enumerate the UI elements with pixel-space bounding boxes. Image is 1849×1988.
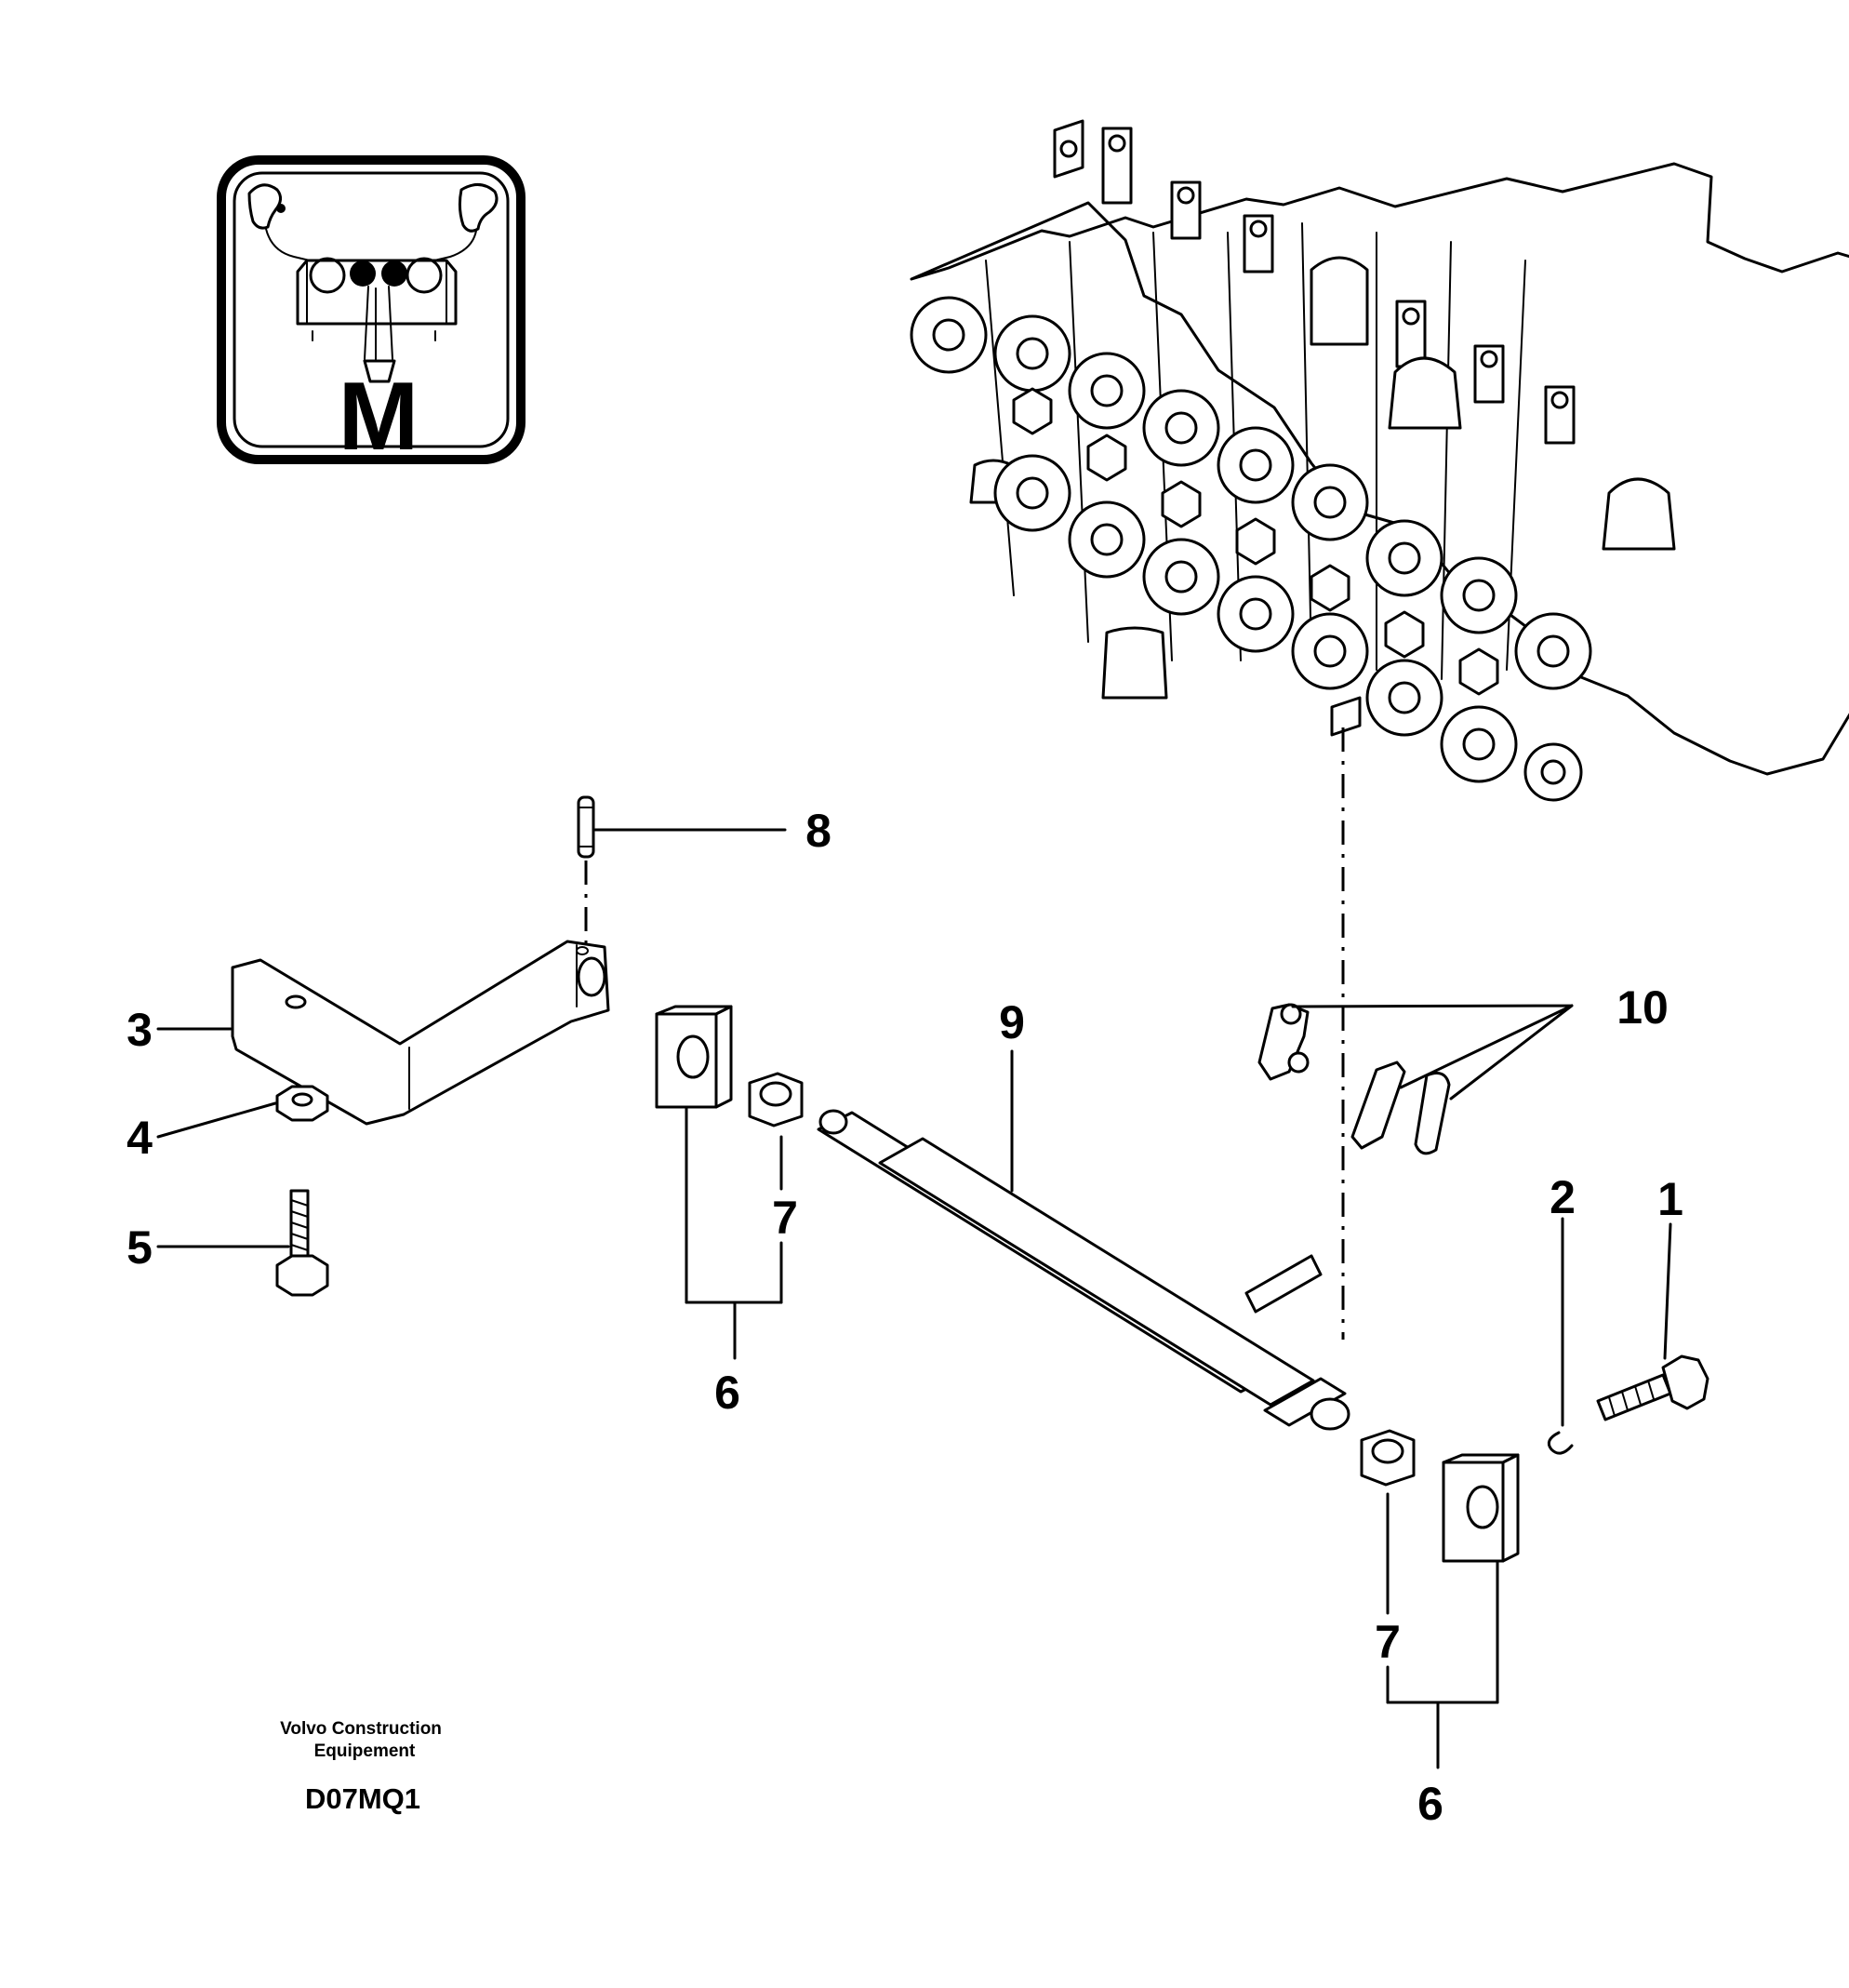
callout-6-left: 6 bbox=[714, 1367, 740, 1419]
bushing-part-7-right bbox=[1360, 1429, 1416, 1704]
washer-part-2 bbox=[1547, 1217, 1574, 1455]
bearing-block-part-6-right bbox=[1442, 1453, 1520, 1704]
pin-part-8 bbox=[577, 795, 787, 944]
callout-6-right: 6 bbox=[1417, 1778, 1443, 1830]
control-pattern-m-icon: M bbox=[217, 155, 525, 471]
bolt-part-1 bbox=[1596, 1222, 1709, 1421]
lock-plate-part-10 bbox=[1257, 1003, 1574, 1155]
callout-2: 2 bbox=[1550, 1171, 1576, 1223]
bolt-part-5 bbox=[156, 1189, 329, 1297]
callout-10: 10 bbox=[1616, 981, 1669, 1034]
lever-part-3 bbox=[156, 940, 610, 1126]
brand-line-2: Equipement bbox=[314, 1741, 416, 1761]
callout-7-right: 7 bbox=[1375, 1616, 1401, 1668]
callout-1: 1 bbox=[1657, 1173, 1683, 1225]
callout-7-left: 7 bbox=[772, 1192, 798, 1244]
callout-9: 9 bbox=[999, 996, 1025, 1048]
bushing-part-7-left bbox=[748, 1072, 804, 1304]
brand-line-1: Volvo Construction bbox=[280, 1719, 442, 1739]
callout-3: 3 bbox=[126, 1004, 153, 1056]
bearing-block-part-6-left bbox=[655, 1005, 733, 1304]
callout-5: 5 bbox=[126, 1221, 153, 1274]
callout-8: 8 bbox=[805, 805, 831, 857]
control-valve-assembly bbox=[910, 119, 1849, 802]
drawing-code: D07MQ1 bbox=[305, 1782, 420, 1815]
callout-4: 4 bbox=[126, 1112, 153, 1164]
nut-part-4 bbox=[156, 1085, 329, 1139]
shaft-part-9 bbox=[817, 1049, 1350, 1431]
mode-letter: M bbox=[339, 363, 419, 471]
